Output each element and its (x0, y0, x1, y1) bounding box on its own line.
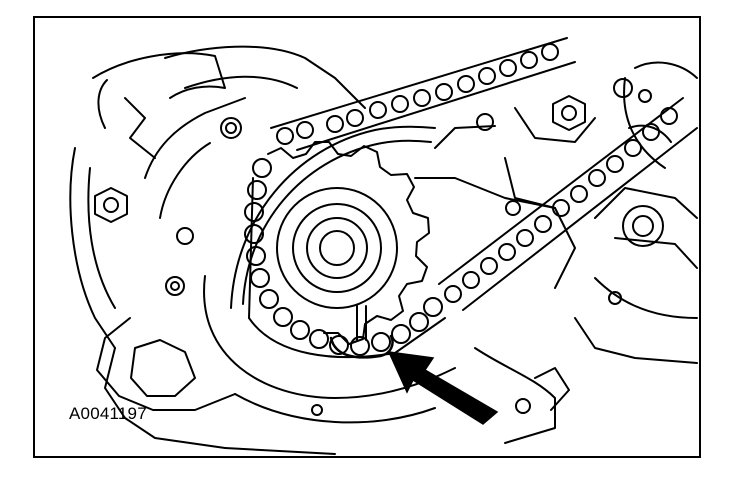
chain-guide (414, 177, 576, 289)
timing-mark-highlight (329, 334, 394, 359)
crankshaft-sprocket-teeth (267, 141, 430, 345)
engine-timing-illustration (69, 37, 698, 455)
mounting-holes (165, 78, 652, 416)
hex-bolt-icon (94, 187, 128, 223)
illustration-frame: A0041197 (33, 16, 701, 458)
hex-bolt-icon (552, 95, 586, 131)
hex-bolt-icon (622, 205, 664, 247)
timing-cover-rail (203, 125, 456, 399)
figure-code-label: A0041197 (69, 404, 147, 423)
arrow-pointer-icon (387, 351, 499, 425)
crankshaft-hub (276, 187, 398, 341)
timing-chain-right (438, 97, 698, 311)
engine-block-outline (69, 45, 698, 455)
timing-chain-upper (270, 37, 576, 151)
